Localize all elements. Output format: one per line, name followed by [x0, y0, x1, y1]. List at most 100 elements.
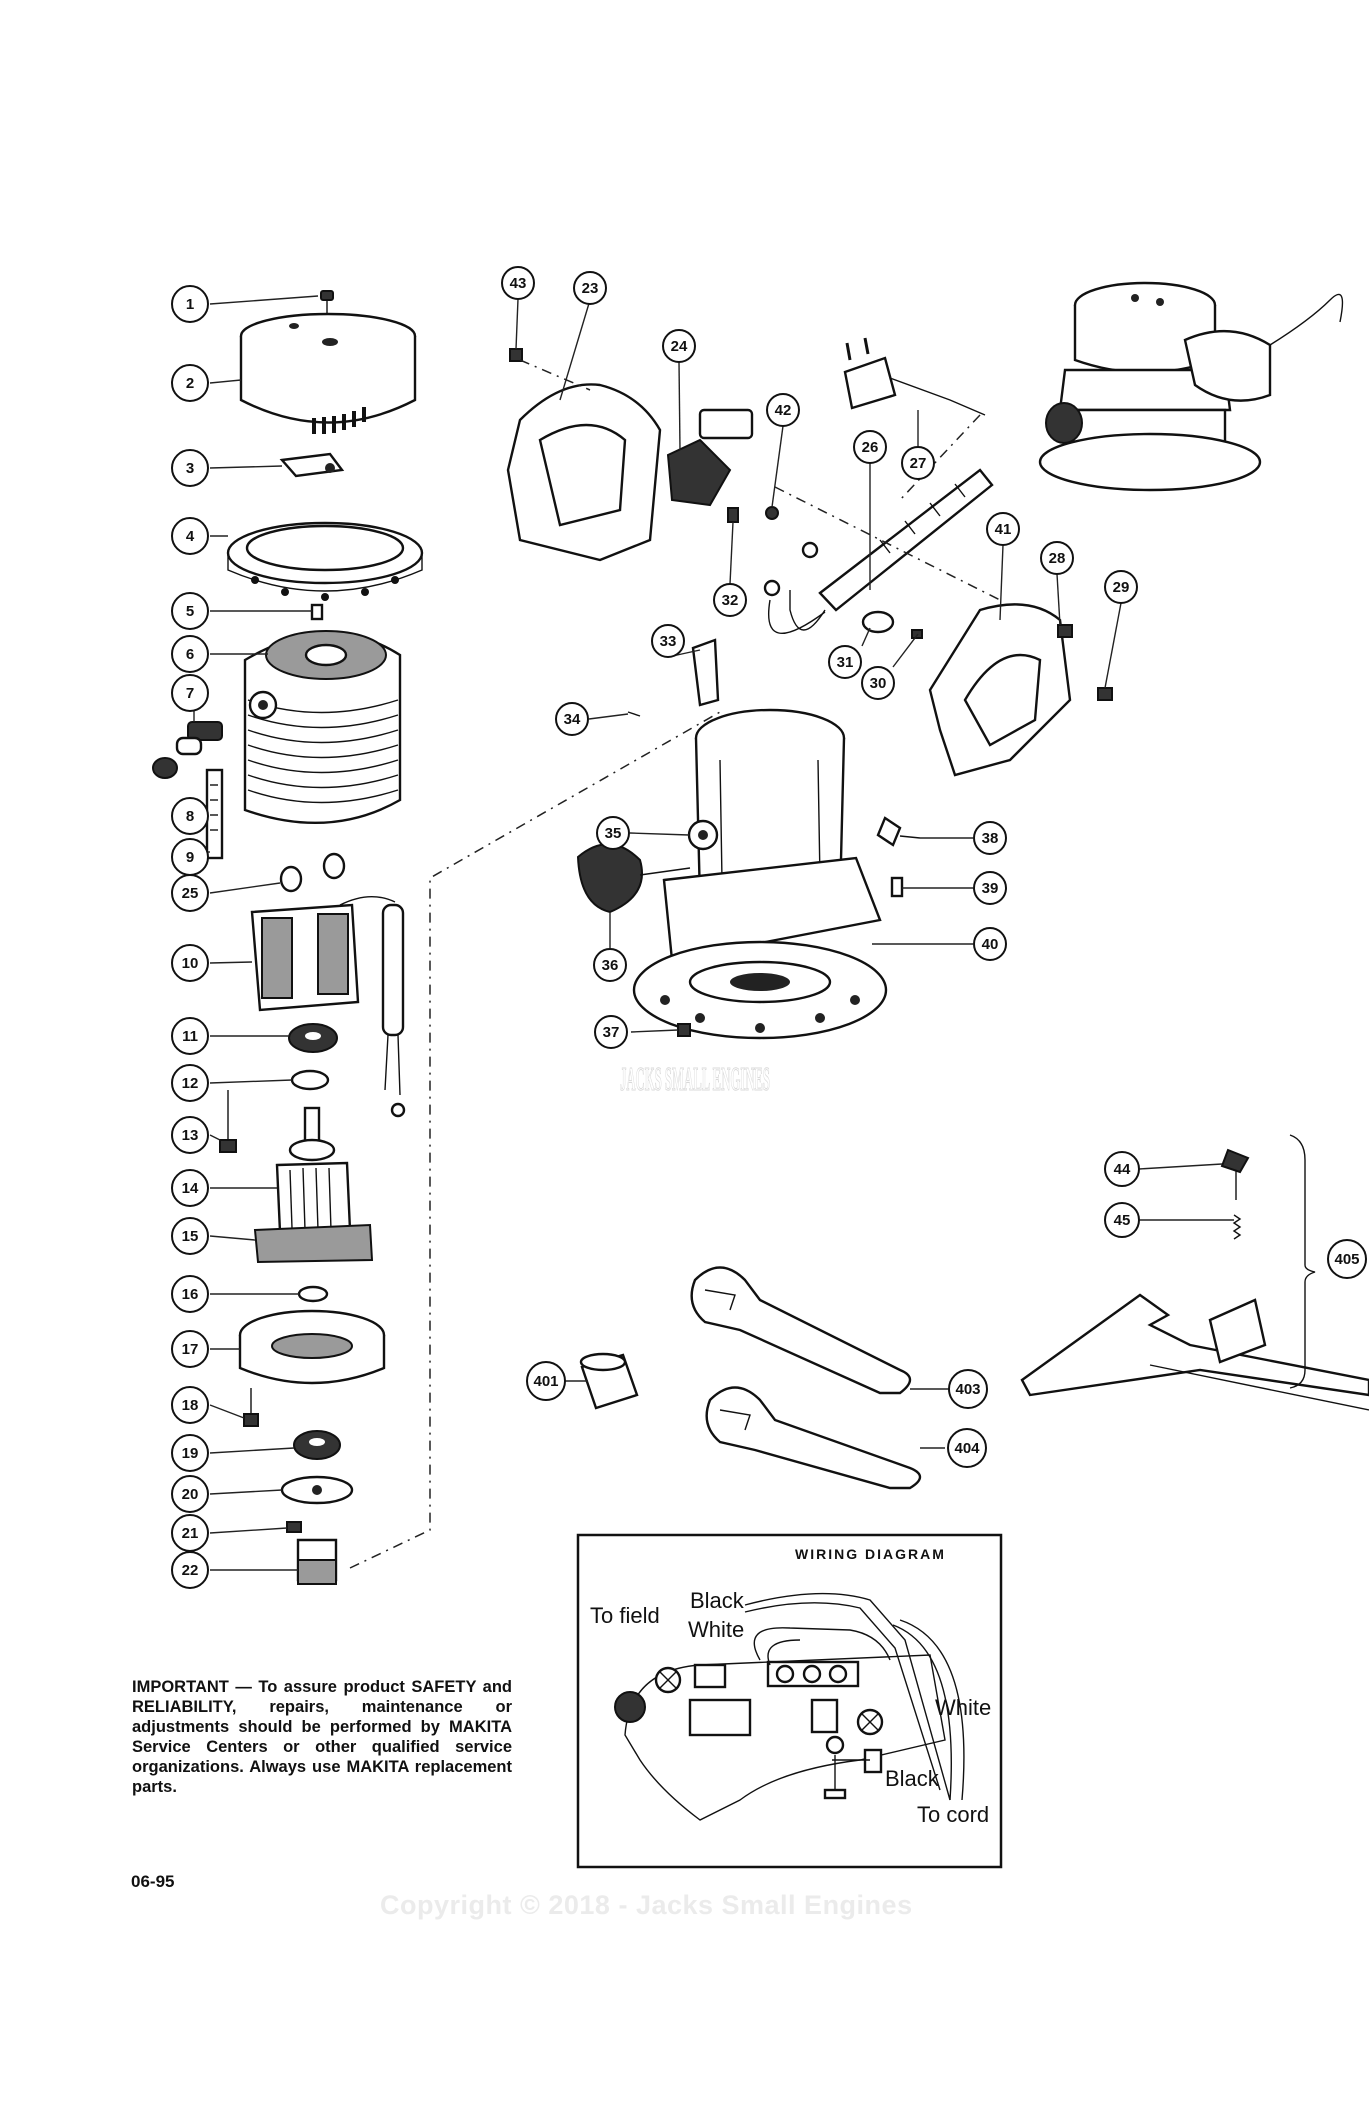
svg-text:32: 32: [722, 592, 739, 609]
callout-16: 16: [171, 1275, 209, 1313]
callout-18: 18: [171, 1386, 209, 1424]
svg-text:34: 34: [564, 711, 581, 728]
svg-text:27: 27: [910, 455, 927, 472]
svg-text:16: 16: [182, 1286, 199, 1303]
svg-text:403: 403: [955, 1381, 980, 1398]
svg-text:24: 24: [671, 338, 688, 355]
svg-text:26: 26: [862, 439, 879, 456]
svg-text:20: 20: [182, 1486, 199, 1503]
callout-14: 14: [171, 1169, 209, 1207]
wire-label-white-right: White: [935, 1695, 992, 1720]
callout-27: 27: [901, 446, 935, 480]
wire-label-to-cord: To cord: [917, 1802, 990, 1827]
callout-41: 41: [986, 512, 1020, 546]
svg-text:2: 2: [186, 375, 194, 392]
svg-text:42: 42: [775, 402, 792, 419]
svg-text:401: 401: [533, 1373, 558, 1390]
wiring-diagram-frame: [576, 1533, 1003, 1869]
callout-39: 39: [973, 871, 1007, 905]
edge-guide-illustration: [1020, 1134, 1369, 1411]
wire-label-black-top: Black: [690, 1588, 744, 1613]
callout-9: 9: [171, 838, 209, 876]
callout-38: 38: [973, 821, 1007, 855]
callout-40: 40: [973, 927, 1007, 961]
callout-32: 32: [713, 583, 747, 617]
svg-text:17: 17: [182, 1341, 199, 1358]
callout-44: 44: [1104, 1151, 1140, 1187]
callout-23: 23: [573, 271, 607, 305]
callout-28: 28: [1040, 541, 1074, 575]
callout-405: 405: [1327, 1239, 1367, 1279]
svg-text:14: 14: [182, 1180, 199, 1197]
callout-403: 403: [948, 1369, 988, 1409]
watermark-logo: JACKS SMALL ENGINES: [620, 1061, 770, 1098]
wrenches-illustration: [579, 1266, 922, 1490]
svg-text:38: 38: [982, 830, 999, 847]
important-note: IMPORTANT — To assure product SAFETY and…: [132, 1678, 512, 1796]
assembled-router-illustration: [1038, 281, 1344, 492]
svg-text:35: 35: [605, 825, 622, 842]
svg-text:13: 13: [182, 1127, 199, 1144]
svg-text:36: 36: [602, 957, 619, 974]
callout-24: 24: [662, 329, 696, 363]
wiring-diagram-title: WIRING DIAGRAM: [795, 1546, 946, 1562]
svg-text:22: 22: [182, 1562, 199, 1579]
svg-text:11: 11: [182, 1028, 198, 1045]
svg-text:41: 41: [995, 521, 1012, 538]
svg-text:44: 44: [1114, 1161, 1131, 1178]
callout-30: 30: [861, 666, 895, 700]
callout-17: 17: [171, 1330, 209, 1368]
svg-text:404: 404: [954, 1440, 980, 1457]
svg-text:40: 40: [982, 936, 999, 953]
copyright-notice: Copyright © 2018 - Jacks Small Engines: [380, 1890, 913, 1920]
callout-4: 4: [171, 517, 209, 555]
svg-text:28: 28: [1049, 550, 1066, 567]
callout-5: 5: [171, 592, 209, 630]
svg-text:45: 45: [1114, 1212, 1131, 1229]
svg-text:23: 23: [582, 280, 599, 297]
svg-text:15: 15: [182, 1228, 199, 1245]
callout-401: 401: [526, 1361, 566, 1401]
callout-3: 3: [171, 449, 209, 487]
svg-text:4: 4: [186, 528, 195, 545]
svg-text:19: 19: [182, 1445, 199, 1462]
wire-label-white-top: White: [688, 1617, 745, 1642]
callout-35: 35: [596, 816, 630, 850]
svg-text:39: 39: [982, 880, 999, 897]
callout-8: 8: [171, 797, 209, 835]
callout-6: 6: [171, 635, 209, 673]
callout-11: 11: [171, 1017, 209, 1055]
callouts: 1 2 3 4 5 6 7 8 9 25 10 11 12 13 14 15 1…: [171, 266, 1367, 1589]
svg-text:12: 12: [182, 1075, 199, 1092]
svg-text:7: 7: [186, 685, 194, 702]
callout-2: 2: [171, 364, 209, 402]
callout-42: 42: [766, 393, 800, 427]
wiring-diagram: [576, 1533, 1003, 1869]
callout-19: 19: [171, 1434, 209, 1472]
base-assembly-illustration: [576, 638, 921, 1040]
callout-31: 31: [828, 645, 862, 679]
callout-43: 43: [501, 266, 535, 300]
callout-15: 15: [171, 1217, 209, 1255]
svg-text:3: 3: [186, 460, 194, 477]
callout-7: 7: [171, 674, 209, 712]
svg-text:5: 5: [186, 603, 194, 620]
svg-text:18: 18: [182, 1397, 199, 1414]
svg-text:31: 31: [837, 654, 854, 671]
svg-text:10: 10: [182, 955, 199, 972]
callout-1: 1: [171, 285, 209, 323]
callout-26: 26: [853, 430, 887, 464]
motor-stack-illustration: [152, 290, 721, 1585]
svg-text:21: 21: [182, 1525, 199, 1542]
callout-25: 25: [171, 874, 209, 912]
wire-label-to-field: To field: [590, 1603, 660, 1628]
svg-text:1: 1: [186, 296, 194, 313]
callout-10: 10: [171, 944, 209, 982]
svg-text:405: 405: [1334, 1251, 1359, 1268]
callout-22: 22: [171, 1551, 209, 1589]
wire-label-black-bottom: Black: [885, 1766, 939, 1791]
callout-36: 36: [593, 948, 627, 982]
callout-20: 20: [171, 1475, 209, 1513]
callout-29: 29: [1104, 570, 1138, 604]
